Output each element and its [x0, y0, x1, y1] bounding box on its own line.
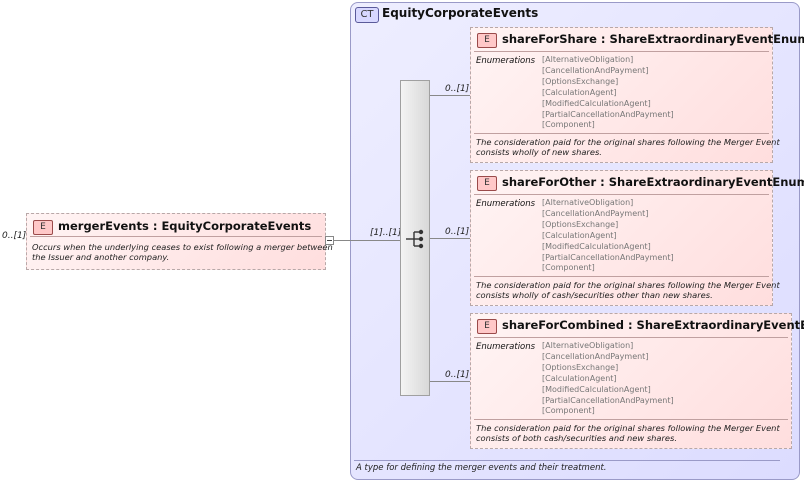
child-1-enumerations-label: Enumerations — [476, 56, 536, 66]
enum-item: [Component] — [542, 120, 595, 130]
child-1-title: shareForShare : ShareExtraordinaryEventE… — [502, 32, 804, 46]
enum-item: [OptionsExchange] — [542, 219, 619, 229]
enum-item: [Component] — [542, 406, 595, 416]
enum-item: [CancellationAndPayment] — [542, 65, 649, 75]
enum-item: [ModifiedCalculationAgent] — [542, 241, 651, 251]
child-2-multiplicity: 0..[1] — [445, 227, 470, 237]
child-1-badge: E — [477, 33, 497, 48]
child-2-divider — [474, 194, 769, 195]
root-element-box[interactable] — [26, 213, 326, 270]
enum-item: [OptionsExchange] — [542, 76, 619, 86]
child-2-enumerations-label: Enumerations — [476, 199, 536, 209]
sequence-icon — [406, 229, 424, 249]
complex-type-badge: CT — [355, 7, 379, 23]
root-multiplicity: 0..[1] — [2, 231, 27, 241]
enum-item: [AlternativeObligation] — [542, 341, 634, 350]
enum-item: [Component] — [542, 263, 595, 273]
root-element-divider — [30, 236, 322, 237]
child-1-description-line-2: consists wholly of new shares. — [476, 147, 602, 157]
enum-item: [ModifiedCalculationAgent] — [542, 98, 651, 108]
enum-item: [CancellationAndPayment] — [542, 351, 649, 361]
child-1-description-line-1: The consideration paid for the original … — [476, 137, 780, 147]
child-3-enumeration-list: [AlternativeObligation] [CancellationAnd… — [542, 341, 674, 417]
child-element-share-for-combined[interactable] — [470, 313, 792, 449]
child-3-enumerations-label: Enumerations — [476, 342, 536, 352]
child-1-divider-2 — [474, 133, 769, 134]
sequence-multiplicity: [1]..[1] — [370, 228, 402, 238]
child-3-divider-2 — [474, 419, 788, 420]
child-2-description-line-2: consists wholly of cash/securities other… — [476, 290, 713, 300]
child-3-description-line-2: consists of both cash/securities and new… — [476, 433, 677, 443]
enum-item: [PartialCancellationAndPayment] — [542, 395, 674, 405]
connector-root-sequence — [334, 240, 400, 241]
child-element-share-for-other[interactable] — [470, 170, 773, 306]
enum-item: [AlternativeObligation] — [542, 198, 634, 207]
root-element-title: mergerEvents : EquityCorporateEvents — [58, 219, 312, 233]
child-3-badge: E — [477, 319, 497, 334]
complex-type-divider — [354, 460, 780, 461]
child-element-share-for-share[interactable] — [470, 27, 773, 163]
child-3-divider — [474, 337, 788, 338]
enum-item: [ModifiedCalculationAgent] — [542, 384, 651, 394]
enum-item: [OptionsExchange] — [542, 362, 619, 372]
enum-item: [AlternativeObligation] — [542, 55, 634, 64]
enum-item: [CancellationAndPayment] — [542, 208, 649, 218]
child-1-multiplicity: 0..[1] — [445, 84, 470, 94]
root-element-description-line-1: Occurs when the underlying ceases to exi… — [32, 242, 333, 252]
enum-item: [PartialCancellationAndPayment] — [542, 109, 674, 119]
child-3-multiplicity: 0..[1] — [445, 370, 470, 380]
enum-item: [PartialCancellationAndPayment] — [542, 252, 674, 262]
connector-child-3 — [430, 381, 470, 382]
complex-type-title: EquityCorporateEvents — [382, 6, 539, 20]
child-3-description-line-1: The consideration paid for the original … — [476, 423, 780, 433]
child-2-enumeration-list: [AlternativeObligation] [CancellationAnd… — [542, 198, 674, 274]
collapse-toggle-icon[interactable] — [325, 236, 334, 245]
child-2-title: shareForOther : ShareExtraordinaryEventE… — [502, 175, 804, 189]
root-element-description-line-2: the Issuer and another company. — [32, 252, 170, 262]
sequence-compositor[interactable] — [400, 80, 430, 396]
child-2-description-line-1: The consideration paid for the original … — [476, 280, 780, 290]
enum-item: [CalculationAgent] — [542, 373, 617, 383]
child-2-divider-2 — [474, 276, 769, 277]
connector-child-1 — [430, 95, 470, 96]
child-3-title: shareForCombined : ShareExtraordinaryEve… — [502, 318, 804, 332]
connector-child-2 — [430, 238, 470, 239]
child-1-divider — [474, 51, 769, 52]
enum-item: [CalculationAgent] — [542, 230, 617, 240]
enum-item: [CalculationAgent] — [542, 87, 617, 97]
child-1-enumeration-list: [AlternativeObligation] [CancellationAnd… — [542, 55, 674, 131]
child-2-badge: E — [477, 176, 497, 191]
root-element-badge: E — [33, 220, 53, 235]
complex-type-description: A type for defining the merger events an… — [356, 463, 607, 473]
